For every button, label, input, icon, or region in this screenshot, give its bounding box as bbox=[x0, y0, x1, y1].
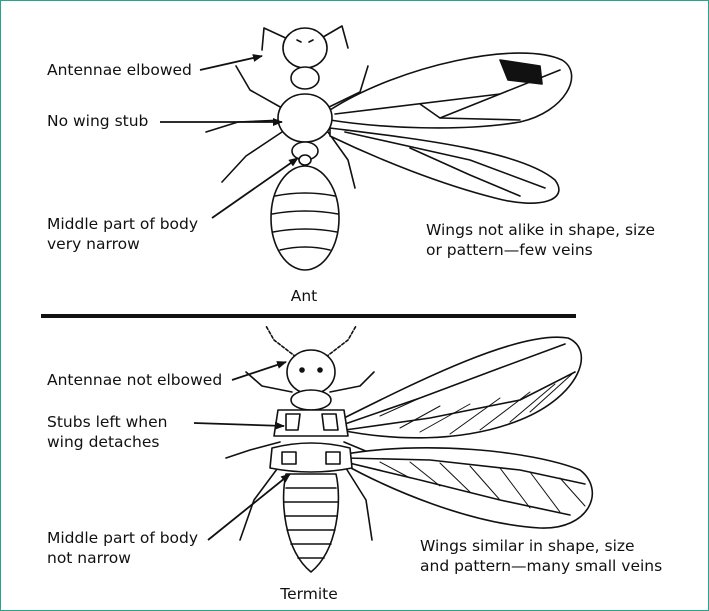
label-termite-stubs-line1: Stubs left when bbox=[47, 412, 167, 432]
label-ant-wing-stub: No wing stub bbox=[47, 111, 148, 131]
label-termite-body-line1: Middle part of body bbox=[47, 528, 198, 548]
arrow-ant-antennae bbox=[200, 56, 262, 70]
arrow-termite-stubs bbox=[194, 423, 284, 426]
arrow-termite-body bbox=[208, 474, 290, 540]
arrow-termite-antennae bbox=[232, 362, 286, 380]
label-ant-wings-line2: or pattern—few veins bbox=[426, 240, 655, 260]
label-ant-wings: Wings not alike in shape, size or patter… bbox=[426, 220, 655, 260]
termite-wings bbox=[340, 337, 592, 528]
caption-termite: Termite bbox=[264, 584, 354, 604]
label-termite-antennae: Antennae not elbowed bbox=[47, 370, 222, 390]
label-termite-stubs: Stubs left when wing detaches bbox=[47, 412, 167, 452]
ant-wings bbox=[330, 53, 572, 203]
label-ant-wings-line1: Wings not alike in shape, size bbox=[426, 220, 655, 240]
label-termite-stubs-line2: wing detaches bbox=[47, 432, 167, 452]
label-termite-body: Middle part of body not narrow bbox=[47, 528, 198, 568]
label-termite-wings-line1: Wings similar in shape, size bbox=[420, 536, 662, 556]
label-termite-wings: Wings similar in shape, size and pattern… bbox=[420, 536, 662, 576]
label-ant-body-line2: very narrow bbox=[47, 234, 198, 254]
label-termite-wings-line2: and pattern—many small veins bbox=[420, 556, 662, 576]
label-ant-antennae: Antennae elbowed bbox=[47, 60, 192, 80]
caption-ant: Ant bbox=[274, 286, 334, 306]
label-termite-body-line2: not narrow bbox=[47, 548, 198, 568]
label-ant-body-line1: Middle part of body bbox=[47, 214, 198, 234]
label-ant-body: Middle part of body very narrow bbox=[47, 214, 198, 254]
